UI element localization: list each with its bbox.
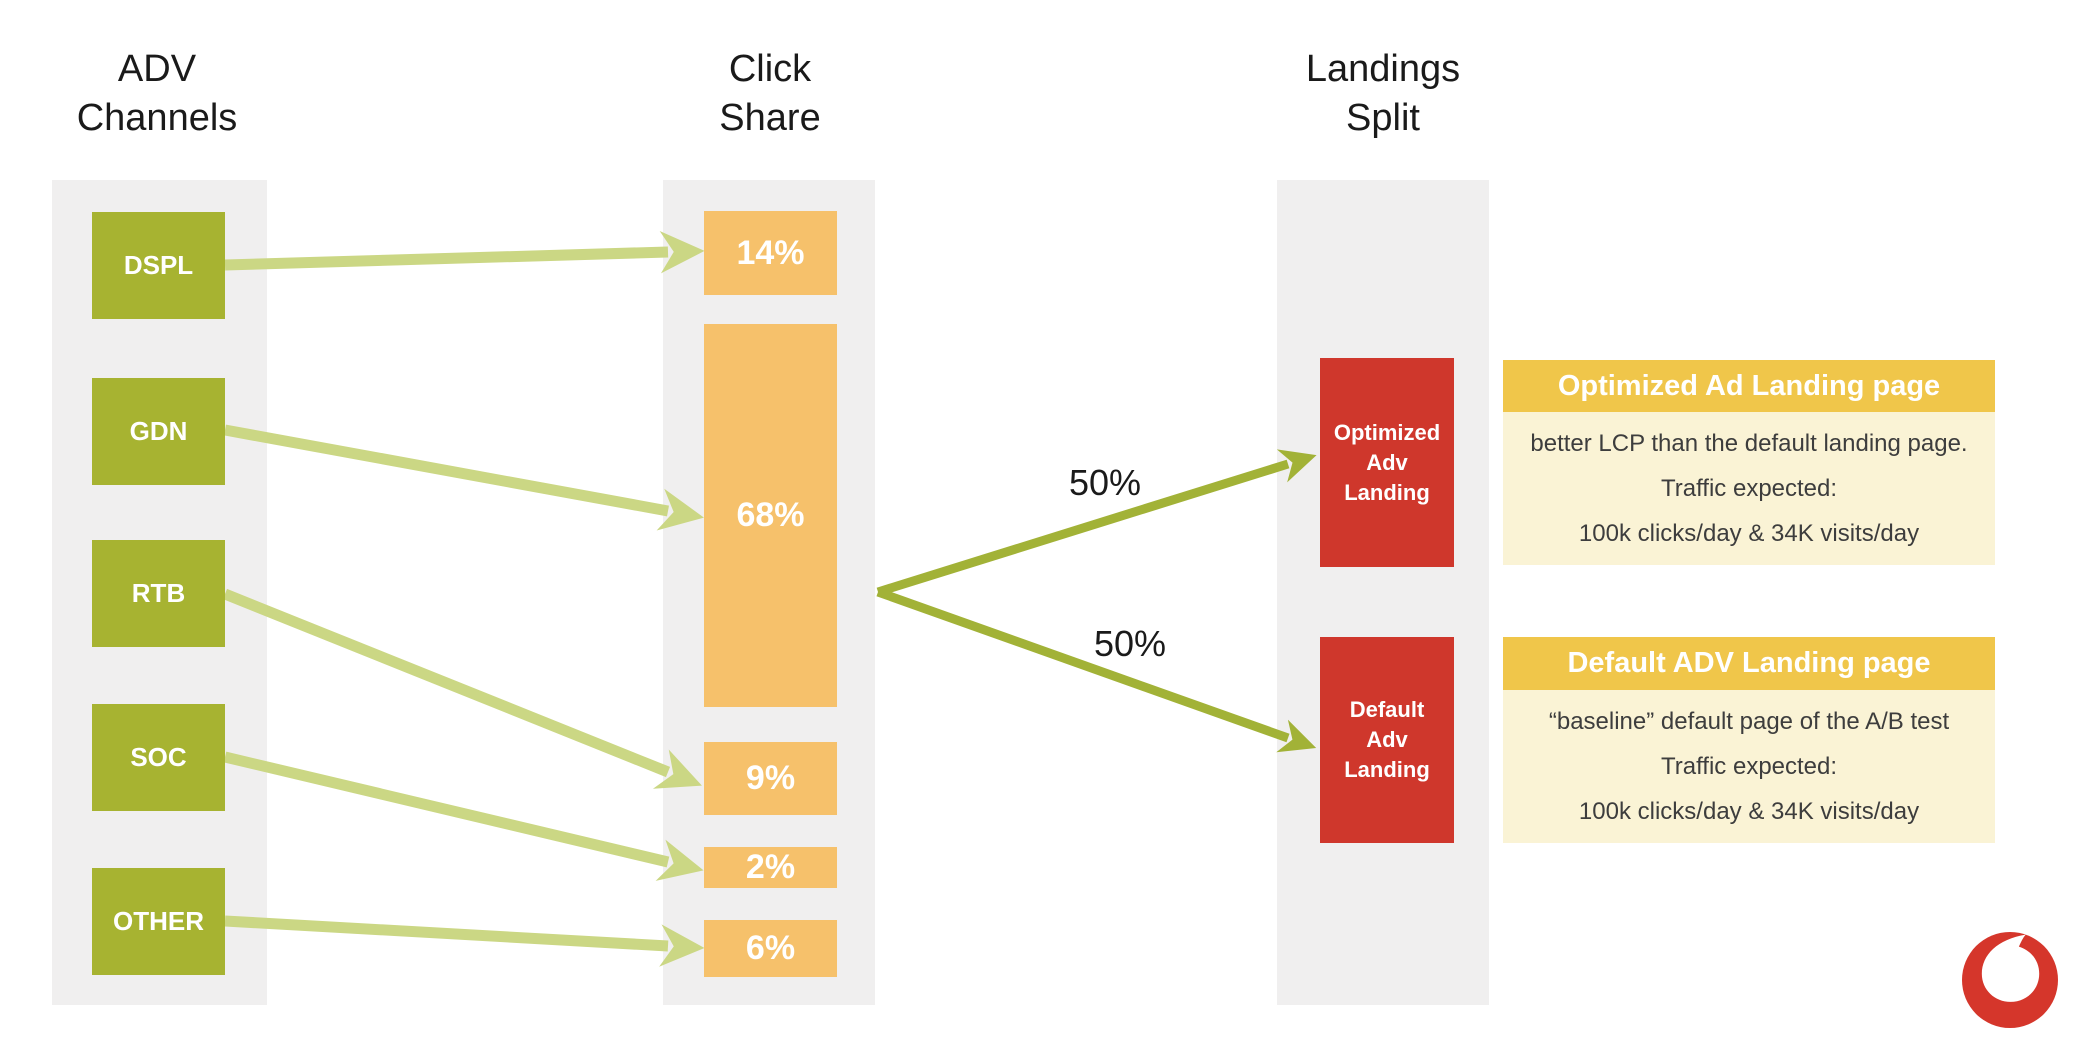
- card-default-line1: “baseline” default page of the A/B test: [1548, 708, 1950, 735]
- split-label-top: 50%: [1068, 462, 1142, 503]
- landing-box-optimized: Optimized Adv Landing: [1320, 358, 1454, 567]
- card-optimized-title: Optimized Ad Landing page: [1503, 360, 1995, 412]
- channel-box-dspl: DSPL: [92, 212, 225, 319]
- channel-box-gdn: GDN: [92, 378, 225, 485]
- column-bg-landings-split: [1277, 180, 1489, 1005]
- share-box-9: 9%: [704, 742, 837, 815]
- arrow-dspl-to-14: [224, 231, 705, 274]
- arrow-gdn-to-68: [224, 424, 704, 531]
- landing-box-default: Default Adv Landing: [1320, 637, 1454, 843]
- header-adv-channels: ADV Channels: [32, 45, 282, 143]
- channel-box-other: OTHER: [92, 868, 225, 975]
- share-box-2: 2%: [704, 847, 837, 888]
- split-label-bottom: 50%: [1093, 623, 1167, 664]
- header-click-share-line2: Share: [719, 97, 821, 139]
- card-default-line3: 100k clicks/day & 34K visits/day: [1578, 798, 1920, 825]
- header-adv-channels-line1: ADV: [117, 48, 197, 90]
- card-optimized: Optimized Ad Landing page better LCP tha…: [1503, 360, 1995, 565]
- header-click-share-line1: Click: [728, 48, 812, 90]
- card-default-body: “baseline” default page of the A/B test …: [1503, 690, 1995, 843]
- landing-box-default-line3: Landing: [1344, 757, 1430, 782]
- share-box-68: 68%: [704, 324, 837, 707]
- header-landings-split: Landings Split: [1258, 45, 1508, 143]
- arrow-split-to-default: [876, 587, 1317, 753]
- card-optimized-line2: Traffic expected:: [1660, 475, 1838, 502]
- card-default-title: Default ADV Landing page: [1503, 637, 1995, 690]
- card-default-line2: Traffic expected:: [1660, 753, 1838, 780]
- landing-box-default-line1: Default: [1349, 697, 1425, 722]
- header-click-share: Click Share: [645, 45, 895, 143]
- logo-speechmark-icon: [1981, 934, 2040, 1002]
- card-optimized-line3: 100k clicks/day & 34K visits/day: [1578, 520, 1920, 547]
- card-optimized-line1: better LCP than the default landing page…: [1530, 430, 1968, 457]
- header-adv-channels-line2: Channels: [76, 97, 238, 139]
- arrow-soc-to-2: [223, 751, 704, 881]
- landing-box-optimized-line1: Optimized: [1333, 419, 1441, 445]
- share-box-6: 6%: [704, 920, 837, 977]
- share-box-14: 14%: [704, 211, 837, 295]
- channel-box-soc: SOC: [92, 704, 225, 811]
- vodafone-logo: [1962, 932, 2058, 1028]
- landing-box-optimized-line3: Landing: [1344, 479, 1430, 505]
- header-landings-split-line1: Landings: [1305, 48, 1461, 90]
- landing-box-default-line2: Adv: [1366, 727, 1408, 752]
- channel-box-rtb: RTB: [92, 540, 225, 647]
- header-landings-split-line2: Split: [1346, 97, 1420, 139]
- arrow-rtb-to-9: [222, 588, 702, 789]
- card-default: Default ADV Landing page “baseline” defa…: [1503, 637, 1995, 843]
- landing-box-optimized-line2: Adv: [1366, 449, 1408, 475]
- arrow-other-to-6: [224, 915, 705, 967]
- card-optimized-body: better LCP than the default landing page…: [1503, 412, 1995, 565]
